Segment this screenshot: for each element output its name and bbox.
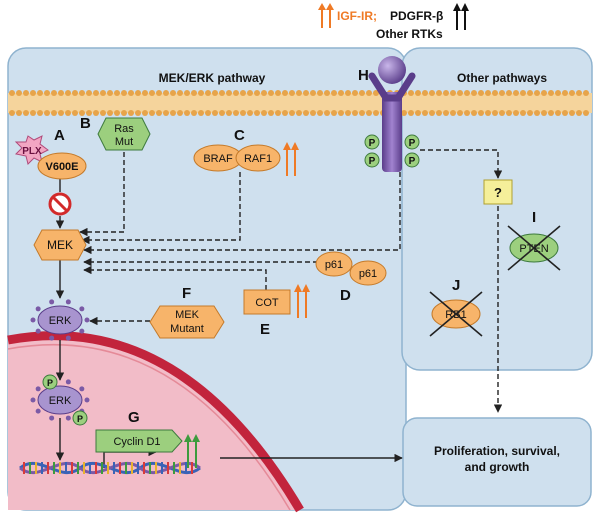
unknown-label: ? (494, 185, 502, 200)
mek-label: MEK (47, 238, 73, 252)
other-pathways-panel (401, 47, 593, 371)
raf1-label: RAF1 (244, 153, 272, 165)
label-a: A (54, 127, 65, 144)
p61-label-a: p61 (325, 259, 343, 271)
pdgfr-label: PDGFR-β (390, 9, 443, 23)
plx-drug: PLX (14, 135, 49, 165)
cot-label: COT (255, 297, 279, 309)
inhibition-symbol (48, 192, 72, 216)
label-g: G (128, 409, 140, 426)
receptor-phospho-sites: P P P P (364, 134, 420, 168)
rb1-node: RB1 (429, 291, 483, 337)
braf-node: BRAF (193, 144, 243, 172)
braf-v600e-node: V600E (37, 152, 87, 180)
phospho-label: P (77, 414, 83, 424)
raf-up-arrows (283, 142, 299, 176)
label-d: D (340, 287, 351, 304)
label-c: C (234, 127, 245, 144)
erk-label-cyto: ERK (49, 315, 72, 327)
cell-membrane (8, 90, 592, 116)
erk-node-nucleus: ERK P P (30, 374, 90, 426)
mek-mut-line2: Mutant (170, 323, 204, 335)
outcome-text-line1: Proliferation, survival, (434, 444, 560, 458)
outcome-box (402, 417, 592, 507)
other-rtks-label: Other RTKs (376, 27, 443, 41)
phospho-label: P (369, 138, 376, 149)
phospho-label: P (409, 138, 416, 149)
phospho-label: P (409, 156, 416, 167)
label-f: F (182, 285, 191, 302)
erk-label-nuc: ERK (49, 395, 72, 407)
mek-node: MEK (33, 229, 87, 261)
p61-label-b: p61 (359, 268, 377, 280)
unknown-mediator-node: ? (483, 179, 513, 205)
ras-line1: Ras (114, 123, 134, 135)
phospho-label: P (47, 378, 53, 388)
label-b: B (80, 115, 91, 132)
cyclin-d1-node: Cyclin D1 (95, 429, 183, 453)
mek-mut-line1: MEK (175, 309, 200, 321)
cot-node: COT (243, 289, 291, 315)
label-e: E (260, 321, 270, 338)
nuclear-envelope (7, 331, 304, 513)
phospho-label: P (369, 156, 376, 167)
cot-up-arrows (294, 284, 310, 318)
ras-mut-node: Ras Mut (97, 117, 151, 151)
pten-node: PTEN (507, 225, 561, 271)
label-h: H (358, 67, 369, 84)
igf-ir-label: IGF-IR; (337, 9, 377, 23)
header-up-arrows-orange (318, 3, 334, 28)
outcome-text-line2: and growth (465, 460, 530, 474)
header-up-arrows-black (453, 3, 469, 30)
v600e-label: V600E (45, 161, 78, 173)
receptor-rtk (368, 56, 416, 172)
ras-line2: Mut (115, 136, 133, 148)
cyclin-up-arrows (184, 434, 200, 468)
right-panel-title: Other pathways (457, 71, 547, 85)
erk-node-cytoplasm: ERK (30, 299, 90, 341)
mek-mutant-node: MEK Mutant (149, 305, 225, 339)
plx-label: PLX (22, 146, 42, 157)
label-j: J (452, 277, 460, 294)
cyclin-label: Cyclin D1 (113, 436, 160, 448)
raf1-node: RAF1 (235, 144, 281, 172)
braf-label: BRAF (203, 153, 233, 165)
label-i: I (532, 209, 536, 226)
dna-helix (19, 461, 201, 475)
left-panel-title: MEK/ERK pathway (159, 71, 266, 85)
p61-node: p61 p61 (315, 251, 387, 286)
